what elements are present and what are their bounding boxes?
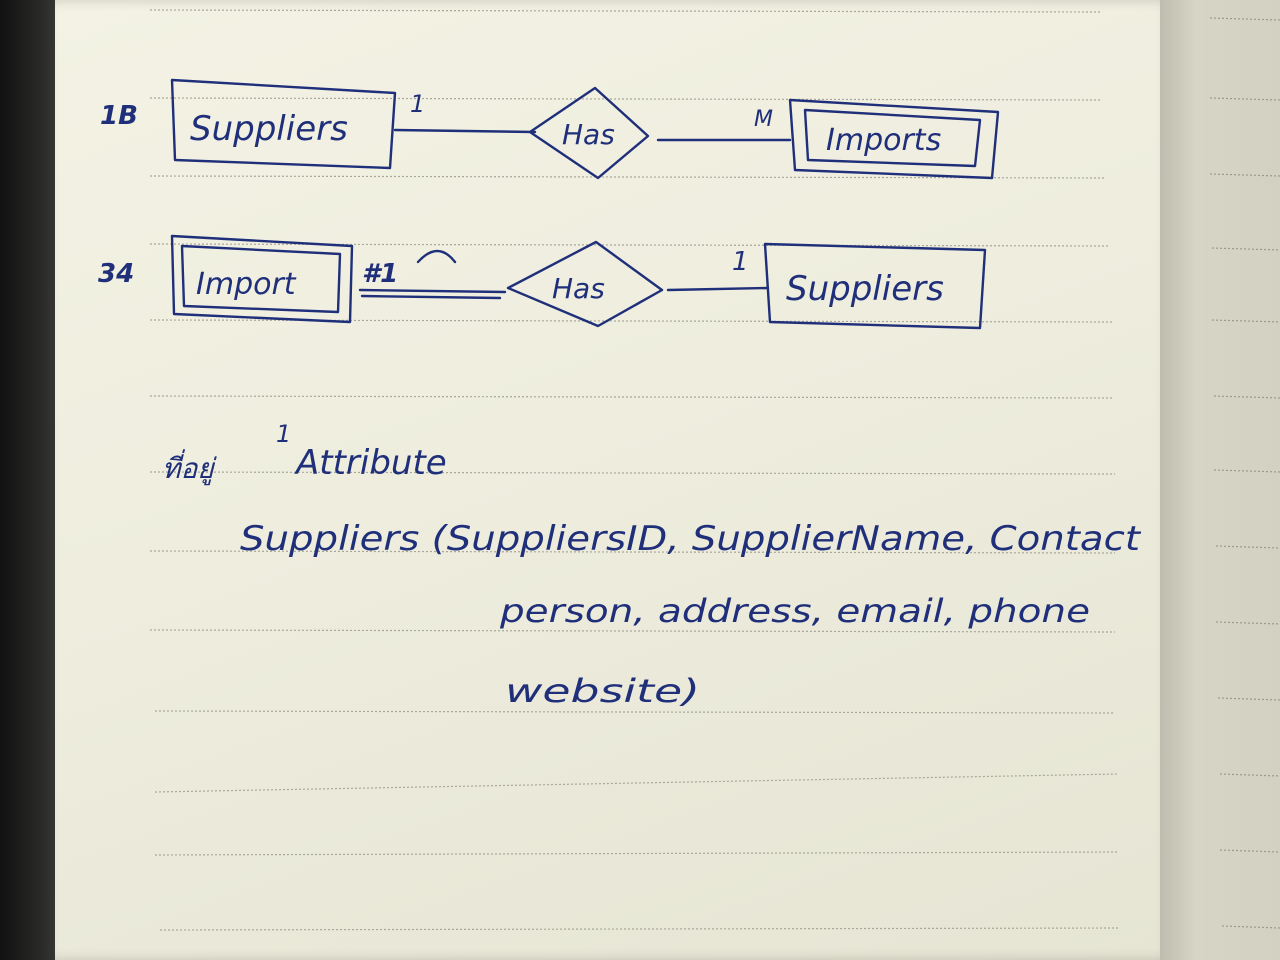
weak-entity-outer-box — [170, 234, 354, 324]
diagram-2-labels: 34 Import #1 Has 1 Suppliers — [98, 247, 944, 309]
diagram-1-labels: 1B Suppliers 1 Has M Imports — [100, 90, 941, 158]
cardinality-arc — [416, 249, 457, 264]
entity-box-suppliers — [170, 78, 397, 170]
er-diagram-2 — [170, 234, 987, 330]
attribute-line-1: Suppliers (SuppliersID, SupplierName, Co… — [240, 519, 1142, 559]
heading-mark: 1 — [276, 420, 291, 448]
entity-box-suppliers — [763, 242, 987, 330]
heading-attribute: Attribute — [294, 443, 447, 483]
er-diagram-1 — [170, 78, 1000, 180]
entity-label-suppliers: Suppliers — [190, 109, 348, 149]
attribute-line-2: person, address, email, phone — [499, 592, 1090, 630]
connector-line — [358, 288, 507, 294]
weak-entity-inner-box — [803, 108, 982, 168]
ruled-lines — [149, 9, 1119, 931]
relationship-label: Has — [562, 118, 615, 151]
entity-label-import: Import — [196, 267, 297, 302]
relationship-diamond — [506, 240, 664, 328]
diagram-label: 34 — [98, 259, 134, 289]
entity-label-imports: Imports — [826, 123, 941, 158]
notebook-page — [55, 0, 1175, 960]
connector-line — [393, 128, 537, 134]
attribute-notes: ที่อยู่ 1 Attribute Suppliers (Suppliers… — [162, 420, 1142, 710]
notebook-next-page — [1160, 0, 1280, 960]
relationship-diamond — [528, 86, 650, 180]
entity-label-suppliers: Suppliers — [786, 269, 944, 309]
cardinality-right: 1 — [732, 247, 749, 277]
next-page-ruled-lines — [1209, 17, 1280, 929]
connector-line — [360, 294, 502, 300]
cardinality-right: M — [754, 107, 773, 132]
cardinality-left: 1 — [410, 90, 425, 118]
relationship-label: Has — [552, 272, 605, 305]
heading-thai: ที่อยู่ — [162, 449, 218, 486]
weak-entity-outer-box — [788, 98, 1000, 180]
weak-entity-inner-box — [180, 244, 342, 314]
cardinality-left: #1 — [362, 259, 398, 289]
diagram-label: 1B — [100, 101, 138, 131]
attribute-line-3: website) — [505, 672, 700, 710]
notebook-binding-edge — [0, 0, 62, 960]
connector-line — [666, 286, 770, 292]
